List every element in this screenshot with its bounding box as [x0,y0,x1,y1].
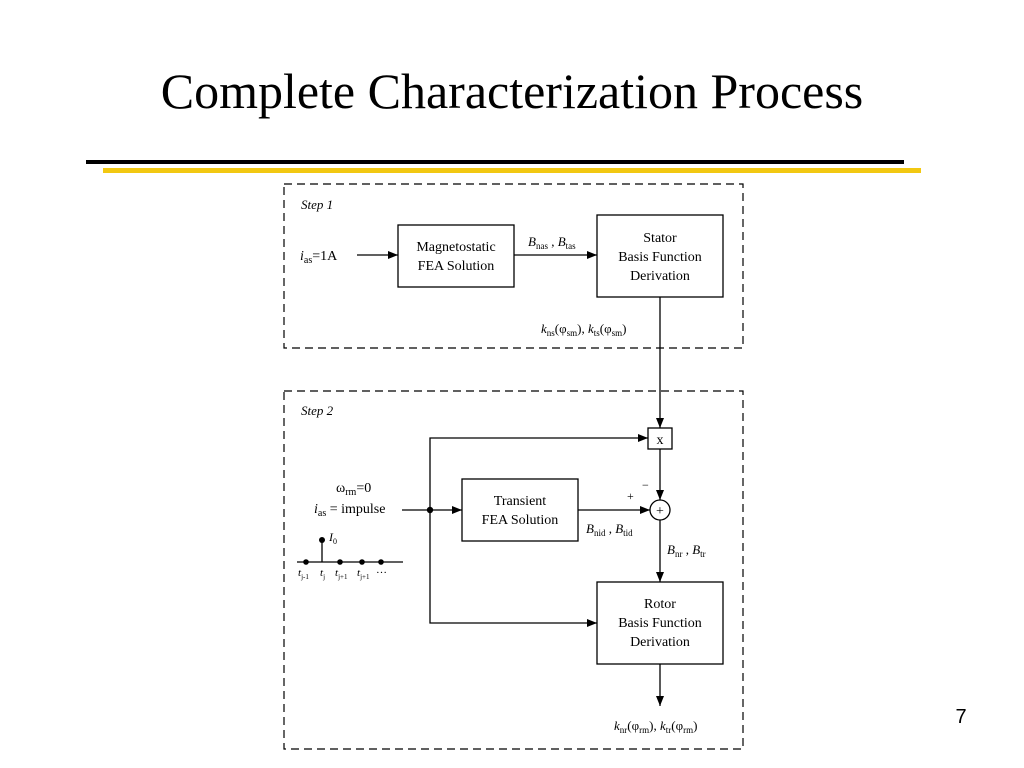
step1-flux-label: Bnas , Btas [528,234,576,251]
magnetostatic-fea-line1: Magnetostatic [416,240,495,255]
branch-to-multiplier [429,434,648,510]
transient-fea-line2: FEA Solution [482,513,559,528]
magnetostatic-fea-box [397,224,515,288]
time-label: tj [320,567,325,581]
rotor-basis-line3: Derivation [630,635,690,650]
sample-dot [378,559,384,565]
rotor-basis-line1: Rotor [644,597,676,612]
sum-output-label: Bnr , Btr [667,542,706,559]
sample-dot [359,559,365,565]
step1-region [283,183,744,349]
impulse-tip [319,537,325,543]
stator-basis-line1: Stator [643,231,677,246]
sum-plus-sign: + [627,489,634,503]
time-label: tj+1 [357,567,370,581]
title-rule [86,160,904,164]
sum-minus-sign: − [642,478,649,492]
time-label: tj-1 [298,567,309,581]
step1-label: Step 1 [301,197,333,212]
sample-dot [303,559,309,565]
stator-basis-box [596,214,724,298]
stator-basis-line3: Derivation [630,269,690,284]
rotor-basis-line2: Basis Function [618,616,702,631]
impulse-plot: I0 tj-1 tj tj+1 tj+1 … [297,530,403,581]
page-number: 7 [955,706,967,728]
sample-dot [337,559,343,565]
step2-label: Step 2 [301,403,334,418]
impulse-label: I0 [328,530,337,546]
step1-input-label: ias=1A [300,249,338,266]
transient-flux-label: Bnid , Btid [586,521,633,538]
time-ellipsis: … [376,564,387,576]
stator-basis-line2: Basis Function [618,250,702,265]
omega-label: ωrm=0 [336,481,371,498]
sum-symbol: + [656,504,664,519]
branch-to-rotor [429,510,597,627]
stator-output-label: kns(φsm), kts(φsm) [541,321,627,338]
transient-fea-box [461,478,579,542]
accent-rule [103,168,921,173]
multiplier-symbol: x [657,433,664,448]
time-label: tj+1 [335,567,348,581]
transient-fea-line1: Transient [494,494,546,509]
rotor-output-label: knr(φrm), ktr(φrm) [614,718,697,735]
step2-input-label: ias = impulse [314,502,385,519]
slide-title: Complete Characterization Process [160,63,864,119]
step2-region [283,390,744,750]
magnetostatic-fea-line2: FEA Solution [418,259,495,274]
